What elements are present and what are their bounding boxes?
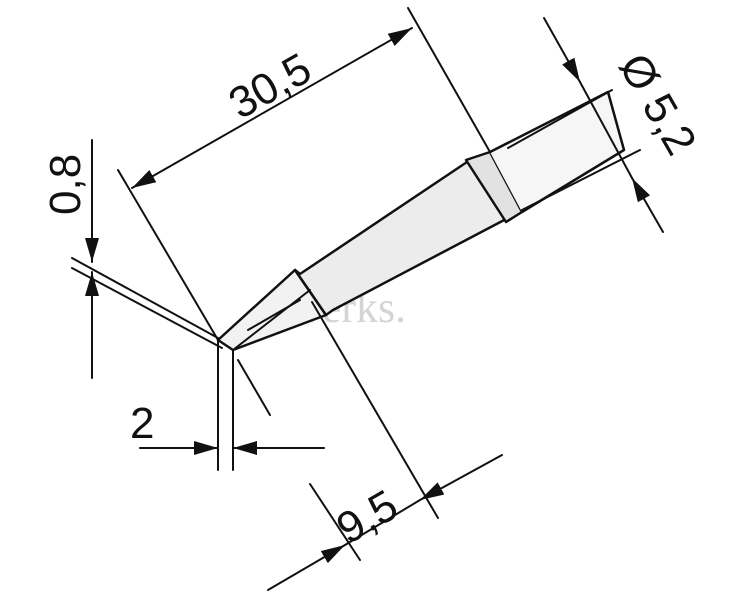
ext-line-dia-top — [507, 89, 613, 149]
dim-tip-width: 2 — [130, 339, 325, 471]
dim-label-tip-length: 9,5 — [329, 481, 406, 554]
dim-line-total — [131, 27, 413, 189]
ext-line-len-start — [309, 483, 361, 561]
ext-line-len-end — [311, 301, 439, 519]
dim-label-tip-width: 2 — [130, 399, 154, 448]
dim-label-tip-thickness: 0,8 — [41, 154, 90, 215]
tip-shank — [489, 90, 626, 214]
dim-line-dia — [579, 81, 633, 179]
dim-tip-length: 9,5 — [267, 301, 503, 591]
dim-line-len — [344, 499, 421, 546]
dim-arrow-len-end — [419, 454, 503, 501]
soldering-tip — [216, 90, 626, 352]
chisel-edge — [232, 289, 311, 351]
dim-arrow-dia-top — [543, 17, 581, 83]
ext-line-dia-bottom — [521, 149, 641, 211]
ext-line-end — [407, 7, 491, 153]
dim-arrow-dia-bottom — [631, 177, 664, 233]
chisel-face — [247, 299, 301, 331]
tip-face-edge — [237, 359, 271, 416]
dim-arrow-len-start — [267, 544, 346, 591]
dim-label-total-length: 30,5 — [221, 44, 320, 129]
ext-line-tip — [117, 169, 219, 341]
dim-tip-thickness: 0,8 — [41, 139, 223, 379]
ext-line-thick-top — [71, 257, 219, 339]
